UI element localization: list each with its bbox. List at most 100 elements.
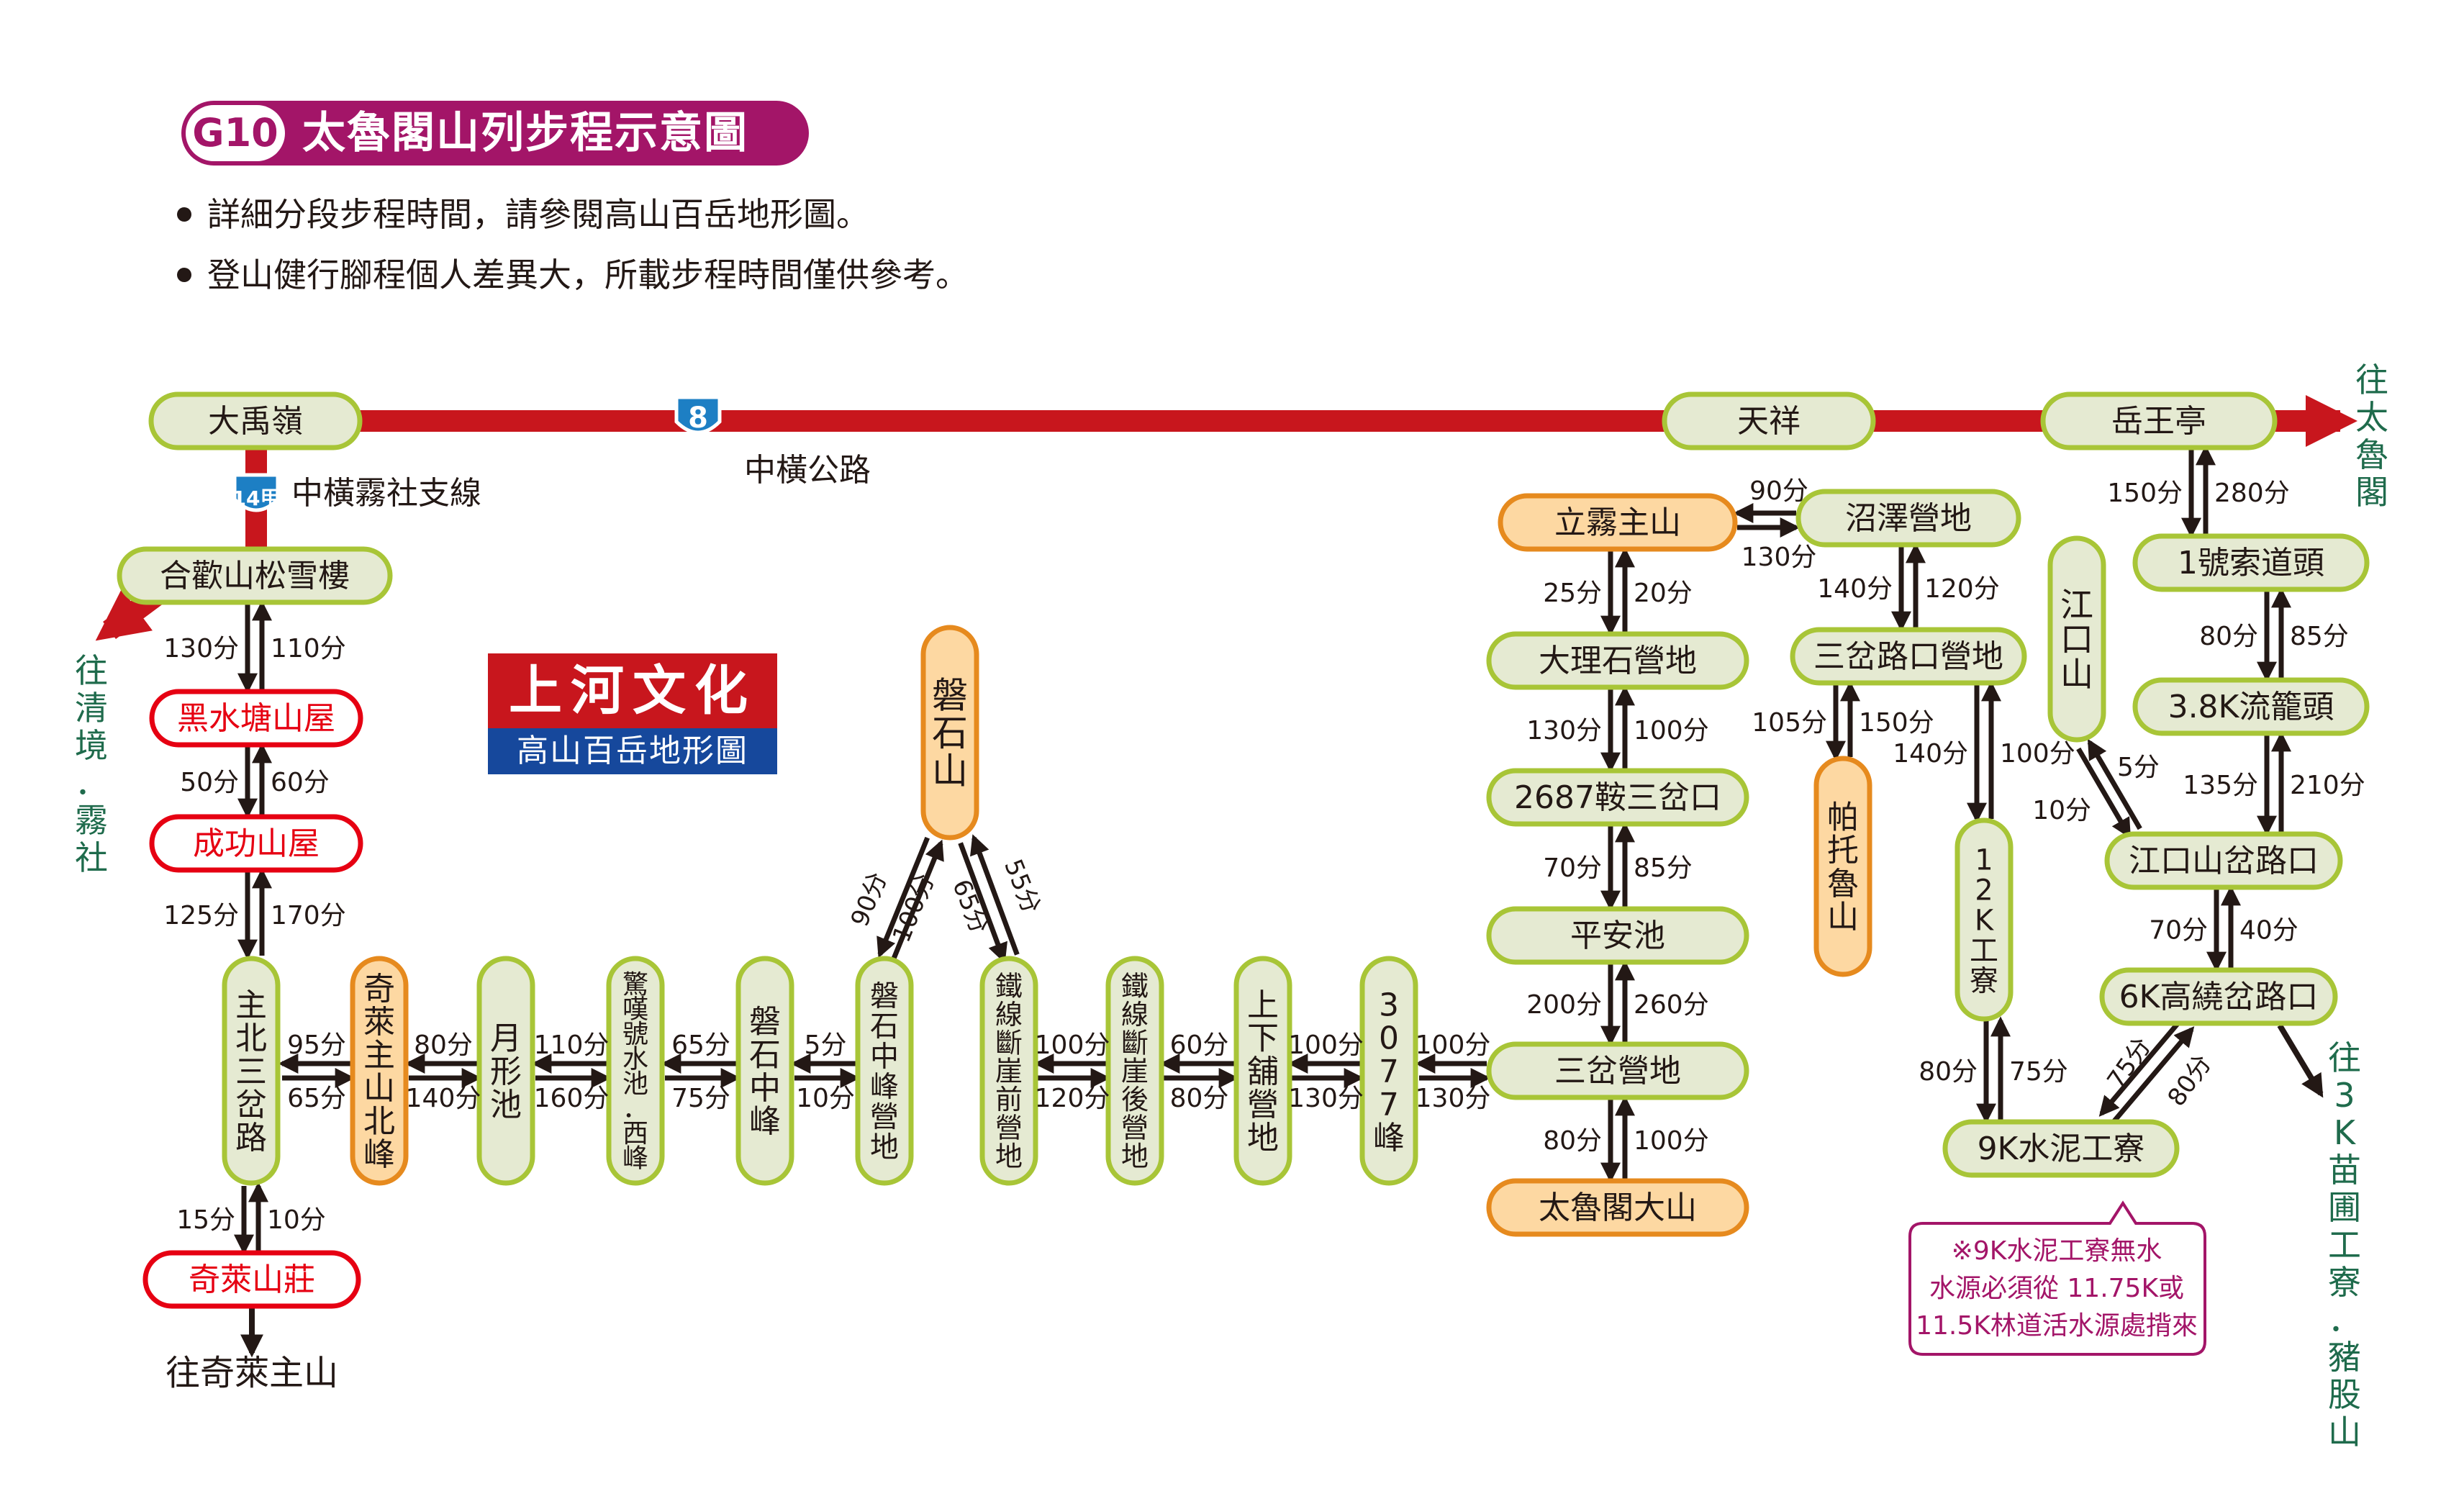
node-qilai-north: 奇萊主山北峰 (350, 956, 409, 1186)
node-pill (979, 956, 1038, 1186)
node-pill (117, 546, 393, 605)
node-pill (1790, 627, 2027, 686)
time-label: 65分 (671, 1030, 730, 1060)
segment-panshi-camp-panshi (891, 839, 944, 961)
direction-taroko-gorge: 往太魯閣 (2355, 361, 2388, 512)
time-label: 100分 (1035, 1030, 1110, 1060)
route-shield-icon (674, 395, 722, 435)
node-pill (2104, 831, 2343, 890)
bullet-icon (177, 267, 191, 282)
node-pill (1498, 493, 1738, 552)
node-label: 奇萊主山北峰 (363, 971, 395, 1173)
route-14a-badge: 14甲 (232, 473, 280, 512)
node-pill (1359, 956, 1418, 1186)
time-label: 20分 (1634, 579, 1693, 608)
time-label: 75分 (2009, 1057, 2068, 1087)
time-label: 135分 (2183, 771, 2258, 800)
node-label: 3.8K流籠頭 (2168, 689, 2334, 725)
publisher-name: 上河文化 (488, 653, 777, 728)
node-label: 三岔營地 (1554, 1053, 1681, 1090)
node-pill (920, 625, 979, 841)
time-label: 120分 (1035, 1084, 1110, 1113)
node-pill (1942, 1119, 2180, 1178)
time-label: 70分 (1543, 853, 1602, 883)
time-label: 60分 (1170, 1030, 1229, 1060)
node-gaorao6k: 6K高繞岔路口 (2099, 967, 2338, 1026)
route-segments (234, 445, 2324, 1358)
node-qilai-lodge: 奇萊山莊 (142, 1250, 361, 1309)
node-label: 合歡山松雪樓 (160, 558, 350, 594)
node-liulong: 3.8K流籠頭 (2132, 677, 2370, 736)
time-label: 100分 (2000, 739, 2075, 769)
node-label: 主北三岔路 (235, 987, 267, 1156)
route-number: 8 (688, 402, 708, 435)
node-dayuling: 大禹嶺 (148, 391, 363, 450)
node-label: 黑水塘山屋 (177, 700, 335, 737)
node-pill (2132, 533, 2370, 592)
time-label: 65分 (287, 1084, 346, 1113)
segment-panshi-camp-panshi (877, 836, 930, 959)
node-label: 江口山 (2060, 585, 2093, 694)
callout-line: 水源必須從 11.75K或 (1929, 1274, 2184, 1303)
time-label: 10分 (2032, 796, 2091, 825)
highway-name: 中橫公路 (744, 452, 871, 489)
time-label: 100分 (1634, 1126, 1709, 1156)
node-chenggong: 成功山屋 (149, 814, 363, 873)
time-label: 140分 (1893, 739, 1968, 769)
route-nodes: 大禹嶺天祥岳王亭合歡山松雪樓黑水塘山屋成功山屋奇萊山莊立霧主山大理石營地2687… (117, 391, 2370, 1309)
node-pill (149, 814, 363, 873)
node-pill (2047, 535, 2106, 743)
time-label: 55分 (998, 856, 1046, 918)
time-label: 210分 (2290, 771, 2365, 800)
node-pill (142, 1250, 361, 1309)
node-label: 磐石中峰營地 (870, 979, 899, 1164)
time-label: 60分 (271, 768, 330, 797)
node-label: 三岔路口營地 (1813, 638, 2003, 675)
route-8-badge: 8 (674, 395, 722, 435)
node-pill (1233, 956, 1292, 1186)
node-pill (855, 956, 914, 1186)
time-label: 130分 (1741, 543, 1817, 572)
note-item: 詳細分段步程時間，請參閱高山百岳地形圖。 (177, 189, 869, 236)
node-panshi: 磐石山 (920, 625, 979, 841)
node-label: 鐵線斷崖後營地 (1121, 970, 1149, 1172)
page-title: 太魯閣山列步程示意圖 (302, 108, 748, 158)
node-pill (350, 956, 409, 1186)
node-label: 磐石中峰 (749, 1004, 781, 1141)
node-jiangkou-junction: 江口山岔路口 (2104, 831, 2343, 890)
time-label: 150分 (1859, 708, 1934, 738)
segment-panshi-tiexian-front (958, 842, 1007, 964)
time-label: 130分 (163, 634, 239, 663)
node-label: 驚嘆號水池．西峰 (622, 970, 648, 1174)
direction-qilai-main: 往奇萊主山 (166, 1353, 338, 1393)
node-pill (606, 956, 665, 1186)
node-label: 9K水泥工寮 (1978, 1131, 2145, 1167)
time-label: 25分 (1543, 579, 1602, 608)
node-pill (735, 956, 794, 1186)
node-patuolu: 帕托魯山 (1813, 756, 1872, 977)
time-label: 15分 (176, 1205, 235, 1235)
node-pill (1486, 1041, 1749, 1100)
node-jiangkou: 江口山 (2047, 535, 2106, 743)
time-label: 80分 (414, 1030, 473, 1060)
node-tianxiang: 天祥 (1662, 391, 1876, 450)
node-pill (149, 689, 363, 748)
time-label: 85分 (2290, 622, 2349, 651)
node-pill (2040, 391, 2278, 450)
time-label: 90分 (846, 869, 893, 931)
node-label: 上下舖營地 (1247, 987, 1279, 1156)
node-label: 2687鞍三岔口 (1514, 779, 1721, 816)
segment-6k-cement-9k (2098, 1018, 2183, 1117)
time-label: 170分 (271, 901, 346, 930)
node-label: 月形池 (490, 1020, 522, 1123)
node-label: 大禹嶺 (208, 403, 303, 440)
node-cement9k: 9K水泥工寮 (1942, 1119, 2180, 1178)
node-tiexian-front: 鐵線斷崖前營地 (979, 956, 1038, 1186)
time-label: 40分 (2239, 916, 2298, 946)
time-label: 5分 (2117, 753, 2160, 782)
